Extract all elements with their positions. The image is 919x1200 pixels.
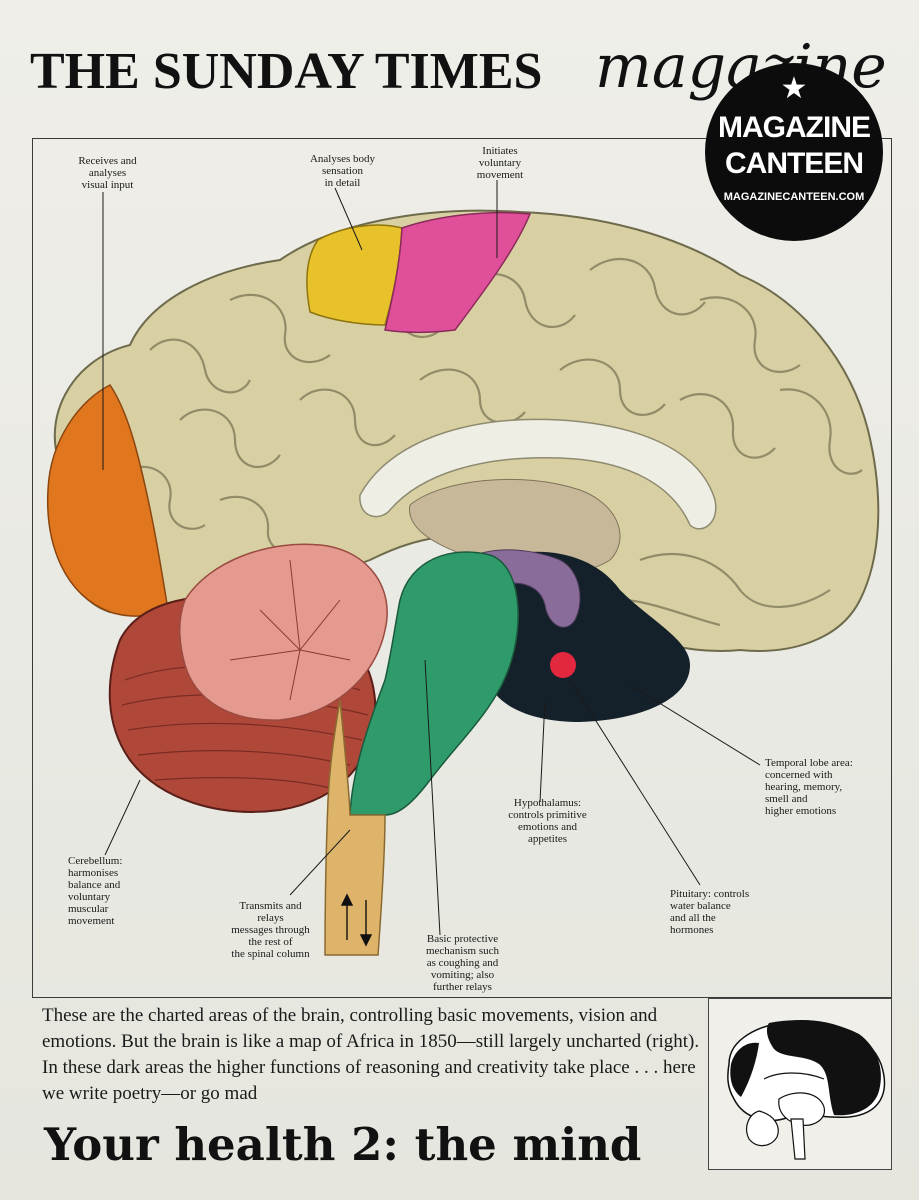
brain-diagram (46, 180, 880, 956)
pituitary-gland (550, 652, 576, 678)
corpus-callosum (359, 418, 717, 530)
label-spinal-column: Transmits and relays messages through th… (231, 900, 310, 960)
masthead: THE SUNDAY TIMES magazine (30, 32, 910, 108)
headline: Your health 2: the mind (44, 1118, 642, 1171)
caption-text: These are the charted areas of the brain… (42, 1005, 700, 1104)
label-hypothalamus: Hypothalamus: controls primitive emotion… (508, 797, 587, 845)
magazine-canteen-badge: ★ MAGAZINE CANTEEN MAGAZINECANTEEN.COM (705, 63, 883, 241)
arbor-branches (229, 559, 351, 701)
spinal-cord (324, 699, 386, 956)
diagram-frame (32, 138, 892, 998)
label-body-sensation: Analyses body sensation in detail (309, 153, 376, 189)
dark-temporal-region (481, 551, 690, 722)
sensory-cortex (306, 224, 403, 326)
label-brainstem: Basic protective mechanism such as cough… (425, 933, 499, 993)
badge-line2: CANTEEN (724, 147, 864, 180)
uncharted-brain-inset (708, 998, 892, 1170)
label-voluntary-movement: Initiates voluntary movement (476, 145, 524, 181)
label-pituitary: Pituitary: controls water balance and al… (670, 888, 750, 936)
motor-cortex (384, 211, 532, 333)
arbor-vitae (179, 543, 388, 721)
label-visual-input: Receives and analyses visual input (78, 155, 137, 191)
spinal-arrows (340, 893, 373, 947)
visual-cortex (46, 384, 169, 617)
leader-lines (102, 180, 761, 936)
badge-url: MAGAZINECANTEEN.COM (723, 191, 865, 203)
star-icon: ★ (780, 72, 808, 105)
brainstem (349, 551, 519, 816)
masthead-title: THE SUNDAY TIMES (30, 43, 543, 100)
thalamus (409, 478, 621, 574)
label-temporal-lobe: Temporal lobe area: concerned with heari… (765, 757, 853, 817)
inset-brain-drawing (727, 1020, 886, 1160)
badge-line1: MAGAZINE (718, 111, 871, 144)
label-cerebellum: Cerebellum: harmonises balance and volun… (68, 855, 123, 927)
